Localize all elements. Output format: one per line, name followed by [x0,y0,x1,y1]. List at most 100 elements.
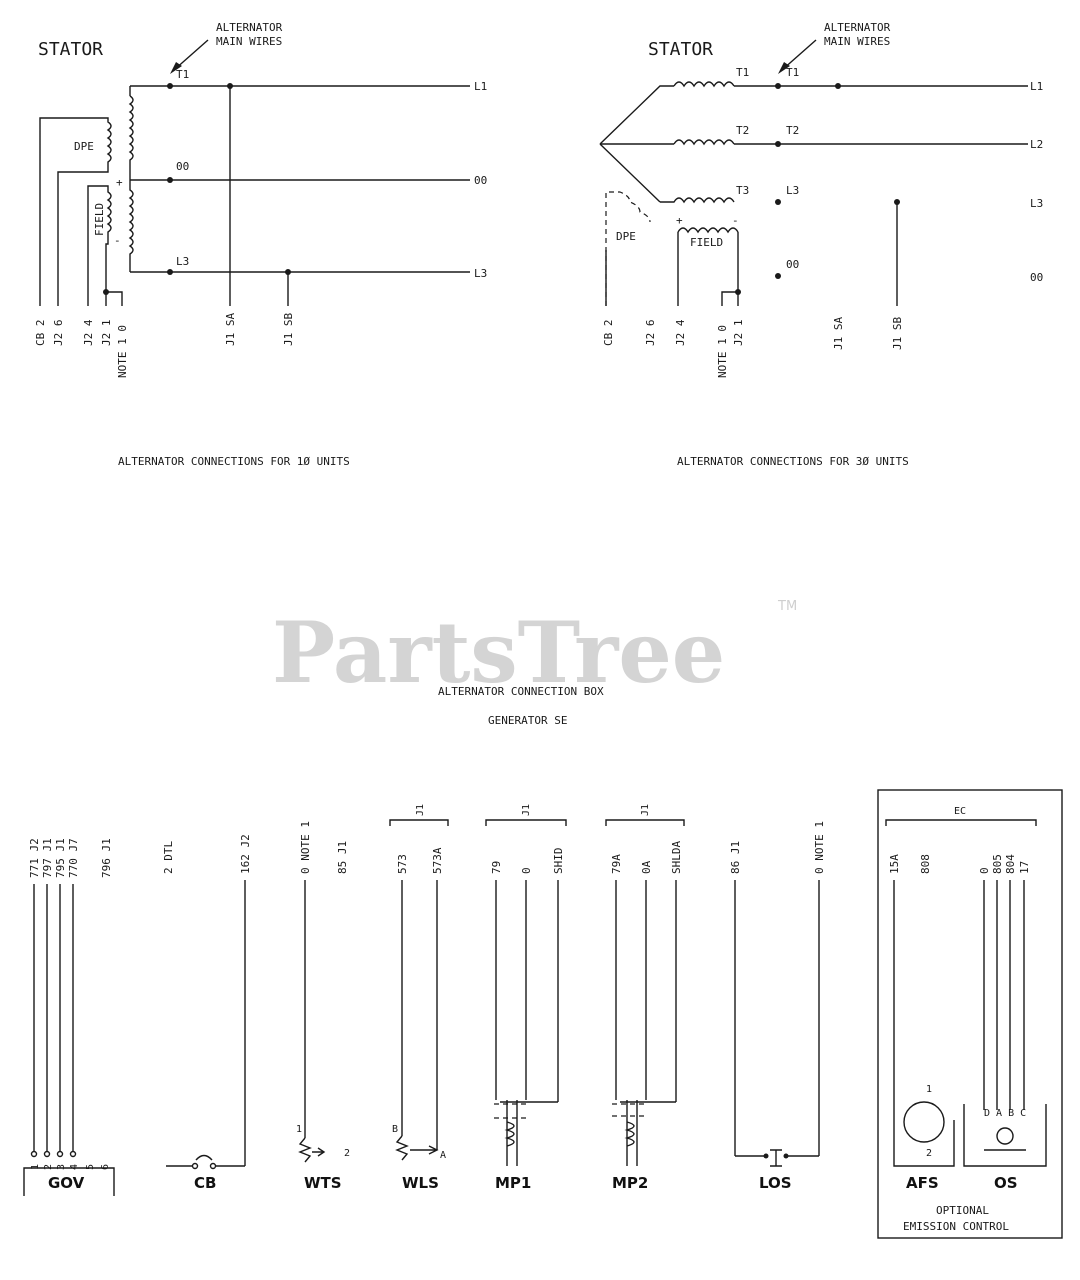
gov-wire-3: 795 J1 [54,838,67,878]
wts-wire-2: 85 J1 [336,841,349,874]
os-sensor [996,1127,1014,1145]
sp-minus-label: - [114,234,121,247]
mp2-coil [624,1121,635,1147]
wls-label: WLS [402,1174,439,1192]
gov-box [23,1167,115,1196]
gov-pin-5: 5 [85,1164,96,1170]
os-pins: D A B C [984,1108,1026,1119]
component-mp1: J1 79 0 SHID MP1 [485,804,567,1192]
gov-pin-4: 4 [69,1164,80,1170]
afs-wire-2: 808 [919,854,932,874]
los-contact-2 [783,1153,789,1159]
sp-out00-label: 00 [474,174,487,187]
cb-contact-2 [209,1162,217,1170]
tp-l2-label: L2 [1030,138,1043,151]
mp1-wire-1: 79 [490,861,503,874]
wls-wire-1: 573 [396,854,409,874]
component-ec: EC 15A 808 1 2 AFS 0 805 804 17 D A B C … [877,789,1063,1239]
center-title-1: ALTERNATOR CONNECTION BOX [438,685,604,698]
mp1-coil [504,1121,515,1147]
wls-pin-b: B [392,1124,398,1135]
gov-pin-c2 [43,1150,51,1158]
tp-dpe-label: DPE [616,230,636,243]
sp-node-t1 [167,83,173,89]
sp-t1-label: T1 [176,68,189,81]
tp-pin-j1sa: J1 SA [832,317,845,350]
gov-wire-5: 796 J1 [100,838,113,878]
afs-label: AFS [906,1174,939,1192]
sp-caption: ALTERNATOR CONNECTIONS FOR 1Ø UNITS [118,455,350,468]
tp-t3-label: T3 [736,184,749,197]
los-wire-1: 86 J1 [729,841,742,874]
tp-pin-j1sb: J1 SB [891,317,904,350]
component-mp2: J1 79A 0A SHLDA MP2 [605,804,685,1192]
wts-sensor [298,1137,312,1163]
cb-contact-1 [191,1162,199,1170]
os-wire-2: 805 [991,854,1004,874]
gov-pin-c3 [56,1150,64,1158]
mp2-wire-3: SHLDA [670,841,683,874]
cb-label: CB [194,1174,216,1192]
los-label: LOS [759,1174,792,1192]
los-wire-2: 0 NOTE 1 [813,821,826,874]
ec-optional-2: EMISSION CONTROL [903,1220,1009,1233]
sp-alt-wires-label-1: ALTERNATOR [216,21,283,34]
tp-00-label: 00 [786,258,799,271]
sp-alt-wires-label-2: MAIN WIRES [216,35,282,48]
tp-node-t3 [775,199,781,205]
gov-pin-2: 2 [43,1164,54,1170]
component-cb: 2 DTL 162 J2 CB [162,834,252,1192]
los-contact-1 [763,1153,769,1159]
tp-l3-label: L3 [1030,197,1043,210]
tp-node-t2 [775,141,781,147]
sp-00-label: 00 [176,160,189,173]
mp1-group-label: J1 [521,804,532,816]
tp-pin-j21: J2 1 [732,320,745,347]
tp-alt-wires-label-1: ALTERNATOR [824,21,891,34]
wts-arrow [312,1147,326,1157]
wls-wire-2: 573A [431,847,444,874]
gov-wire-4: 770 J7 [67,838,80,878]
tp-alt-wires-label-2: MAIN WIRES [824,35,890,48]
gov-wire-2: 797 J1 [41,838,54,878]
component-los: 86 J1 0 NOTE 1 LOS [729,821,826,1192]
tp-stator-label: STATOR [648,39,713,60]
wts-pin-1: 1 [296,1124,302,1135]
wls-pin-a: A [440,1150,446,1161]
wts-pin-2: 2 [344,1148,350,1159]
tp-dpe-coil [605,191,651,306]
sp-arrow-head [170,62,182,74]
cb-wire-2: 162 J2 [239,834,252,874]
tp-out00-label: 00 [1030,271,1043,284]
tp-node-00 [775,273,781,279]
tp-star-l1 [599,85,674,145]
tp-pin-j24: J2 4 [674,319,687,346]
ec-group-bracket [885,819,1037,826]
sp-pin-j26: J2 6 [52,320,65,347]
tp-t1-label: T1 [736,66,749,79]
gov-pin-c1 [30,1150,38,1158]
tp-t2-label: T2 [736,124,749,137]
center-title-2: GENERATOR SE [488,714,567,727]
sp-stator-label: STATOR [38,39,103,60]
sp-plus-label: + [116,176,123,189]
os-housing [963,1104,1047,1167]
ec-optional-1: OPTIONAL [936,1204,989,1217]
sp-l1-label: L1 [474,80,487,93]
component-gov: 771 J2 797 J1 795 J1 770 J7 796 J1 1 2 3… [23,838,115,1196]
gov-wire-1: 771 J2 [28,838,41,878]
sp-pin-j1sb: J1 SB [282,313,295,346]
mp1-shield [494,1103,528,1119]
tp-pin-j26: J2 6 [644,320,657,347]
component-wts: 0 NOTE 1 85 J1 1 2 WTS [296,821,350,1192]
sp-l3-label: L3 [176,255,189,268]
mp2-group-bracket [605,819,685,826]
los-switch [770,1149,782,1167]
sp-stator-coil-upper [128,95,134,180]
mp1-wire-3: SHID [552,848,565,875]
tp-arrow-head [778,62,790,74]
wts-label: WTS [304,1174,342,1192]
wts-wire-1: 0 NOTE 1 [299,821,312,874]
gov-pin-3: 3 [56,1164,67,1170]
gov-label: GOV [48,1174,85,1192]
